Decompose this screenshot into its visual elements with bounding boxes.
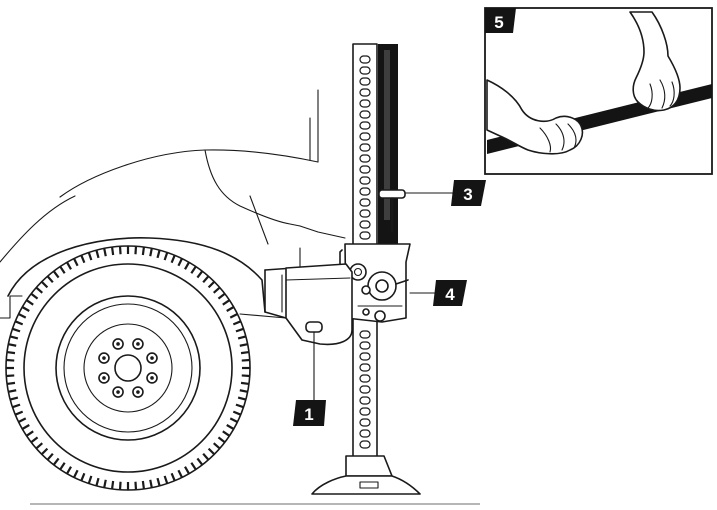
callout-3: 3	[451, 180, 486, 206]
inset-panel-5: 5	[484, 7, 713, 175]
jack-nose-icon	[285, 263, 353, 346]
callout-5: 5	[485, 8, 516, 33]
callout-4: 4	[433, 280, 467, 306]
front-wheel-icon	[5, 245, 251, 491]
handle-clip-icon	[378, 189, 406, 233]
high-lift-jack-icon	[285, 43, 421, 495]
leader-lines	[313, 192, 457, 413]
svg-text:4: 4	[445, 285, 455, 304]
lug-nuts-icon	[98, 338, 158, 398]
jack-mechanism-icon	[339, 243, 411, 331]
vehicle-body-icon	[0, 89, 347, 319]
jack-base-icon	[311, 455, 421, 495]
callout-1: 1	[293, 400, 326, 426]
hands-holding-handle-icon	[486, 11, 681, 155]
tire-tread-icon	[6, 246, 250, 490]
svg-text:1: 1	[304, 405, 313, 424]
svg-text:3: 3	[463, 185, 472, 204]
svg-text:5: 5	[494, 13, 503, 32]
